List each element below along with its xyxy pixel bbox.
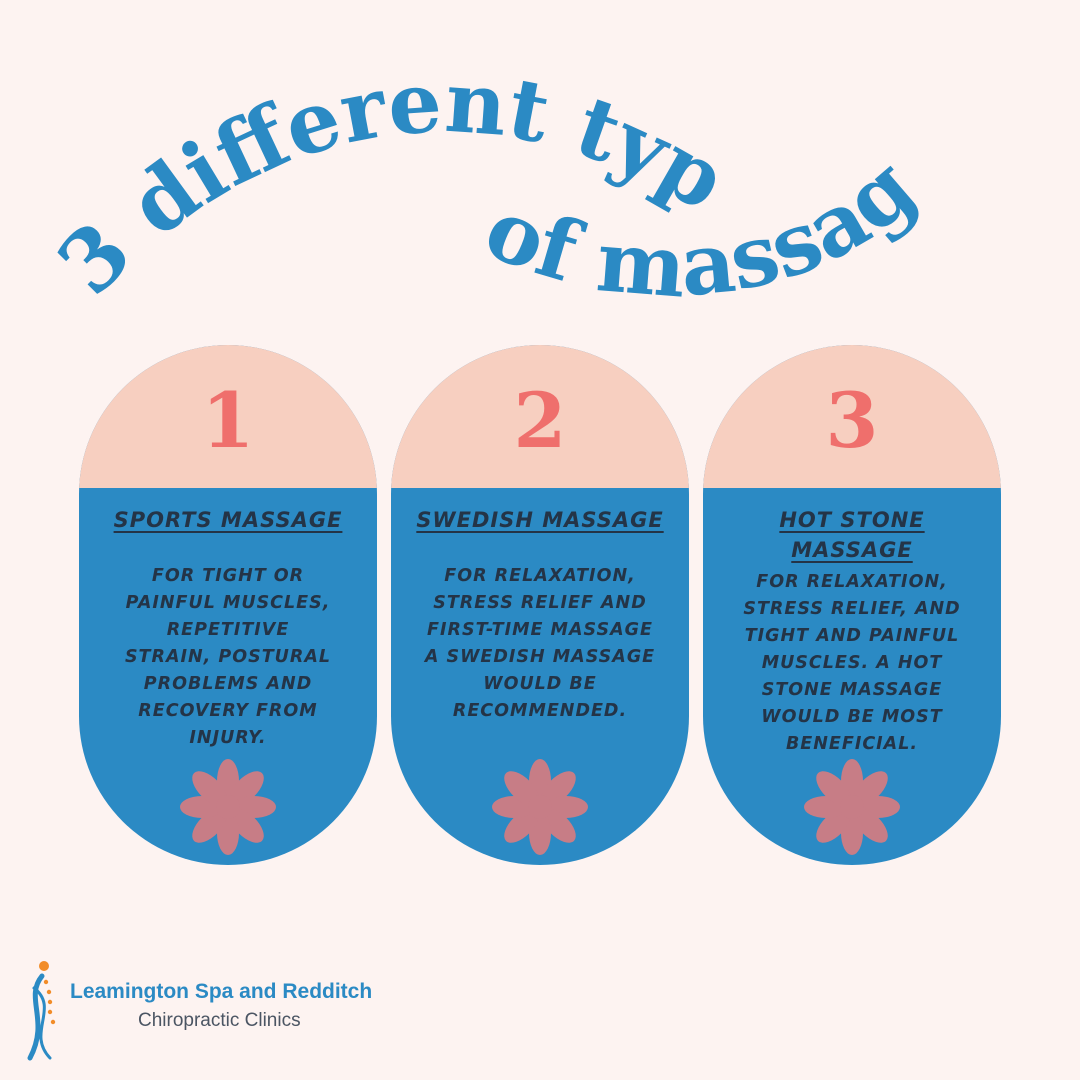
card-number: 2	[513, 376, 567, 465]
flower-petal	[816, 771, 852, 807]
card-top	[79, 345, 377, 488]
massage-card-hot-stone: 3 Hot Stone Massage For relaxation, stre…	[703, 345, 1001, 865]
card-description: For tight or painful muscles, repetitive…	[124, 566, 332, 748]
flower-center	[840, 795, 864, 819]
flower-center	[528, 795, 552, 819]
flower-petal	[504, 771, 540, 807]
card-top	[703, 345, 1001, 488]
card-number: 1	[201, 376, 255, 465]
flower-petal	[228, 807, 264, 843]
flower-petal	[852, 807, 888, 843]
flower-icon	[804, 759, 900, 855]
card-heading: Swedish Massage	[416, 508, 664, 532]
logo-name: Leamington Spa and Redditch	[70, 980, 373, 1003]
card-heading: Sports Massage	[113, 508, 343, 532]
flower-petal	[504, 807, 540, 843]
card-heading: Hot Stone Massage	[779, 508, 925, 562]
card-top	[391, 345, 689, 488]
flower-icon	[180, 759, 276, 855]
card-description: For relaxation, stress relief and first-…	[424, 566, 656, 721]
flower-icon	[492, 759, 588, 855]
flower-petal	[540, 771, 576, 807]
flower-petal	[816, 807, 852, 843]
clinic-logo: Leamington Spa and Redditch Chiropractic…	[20, 958, 420, 1068]
flower-petal	[192, 807, 228, 843]
card-number: 3	[825, 376, 879, 465]
logo-subtitle: Chiropractic Clinics	[138, 1010, 301, 1031]
massage-card-swedish: 2 Swedish Massage For relaxation, stress…	[391, 345, 689, 865]
massage-card-sports: 1 Sports Massage For tight or painful mu…	[79, 345, 377, 865]
card-description: For relaxation, stress relief, and tight…	[743, 572, 961, 754]
flower-petal	[228, 771, 264, 807]
flower-petal	[192, 771, 228, 807]
flower-petal	[852, 771, 888, 807]
flower-petal	[540, 807, 576, 843]
flower-center	[216, 795, 240, 819]
spine-figure-icon	[27, 961, 56, 1061]
page-title: 3 different types of massage	[0, 0, 933, 317]
